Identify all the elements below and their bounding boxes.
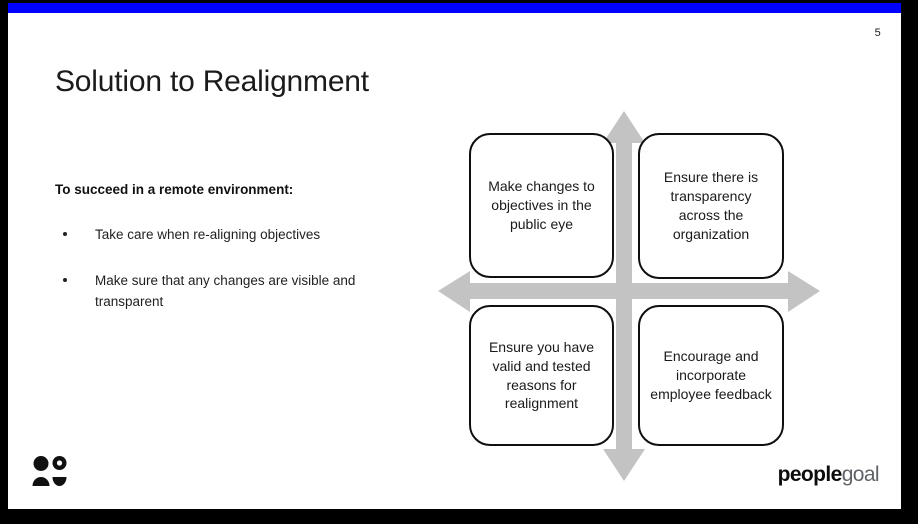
bullet-dot-icon: [63, 231, 67, 236]
bullet-dot-icon: [63, 278, 67, 283]
page-number: 5: [874, 27, 881, 39]
quadrant-box-bottom-right[interactable]: Encourage and incorporate employee feedb…: [638, 305, 784, 446]
lead-in-text: To succeed in a remote environment:: [55, 182, 294, 197]
quadrant-box-label: Ensure you have valid and tested reasons…: [488, 338, 595, 412]
accent-bar: [8, 3, 901, 13]
left-text-column: To succeed in a remote environment: Take…: [55, 181, 385, 339]
quadrant-box-bottom-left[interactable]: Ensure you have valid and tested reasons…: [469, 305, 614, 446]
axis-arrows-icon: [438, 111, 820, 481]
list-item-label: Take care when re-aligning objectives: [95, 226, 321, 242]
quadrant-box-label: Ensure there is transparency across the …: [663, 169, 759, 242]
brand-logo: peoplegoal: [777, 463, 880, 487]
bullet-list: Take care when re-aligning objectives Ma…: [55, 225, 385, 314]
brand-logo-primary: people: [777, 463, 843, 486]
quadrant-diagram: Make changes to objectives in the public…: [428, 103, 828, 488]
page-title: Solution to Realignment: [55, 65, 369, 99]
list-item: Take care when re-aligning objectives: [55, 225, 385, 246]
list-item-label: Make sure that any changes are visible a…: [95, 273, 356, 310]
slide-canvas: 5 Solution to Realignment To succeed in …: [8, 3, 901, 509]
list-item: Make sure that any changes are visible a…: [55, 271, 385, 313]
quadrant-box-top-left[interactable]: Make changes to objectives in the public…: [469, 133, 614, 278]
quadrant-box-top-right[interactable]: Ensure there is transparency across the …: [638, 133, 784, 279]
quadrant-box-label: Encourage and incorporate employee feedb…: [650, 348, 772, 402]
quadrant-box-label: Make changes to objectives in the public…: [488, 178, 595, 232]
users-icon: [32, 456, 67, 486]
brand-logo-secondary: goal: [841, 463, 880, 486]
